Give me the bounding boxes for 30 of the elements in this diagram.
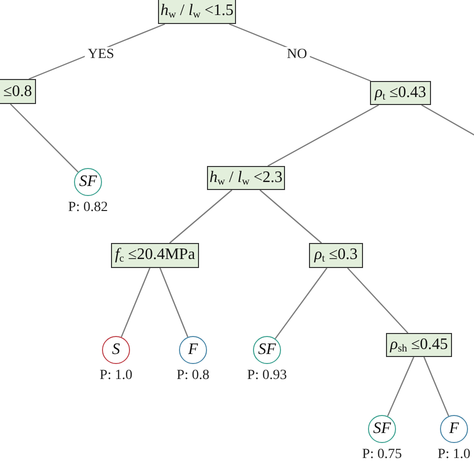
leaf-circle: F: [440, 415, 468, 443]
tree-branch: [347, 268, 408, 334]
condition-box: f$_{c}$ ≤20.4MPa: [111, 243, 199, 268]
tree-branch: [423, 356, 450, 416]
probability-label: P: 0.75: [362, 447, 402, 463]
tree-branch: [421, 104, 474, 137]
probability-label: P: 1.0: [100, 368, 132, 384]
tree-branch: [274, 268, 328, 340]
tree-branch: [169, 190, 232, 244]
tree-branch: [268, 104, 379, 167]
tree-branch: [387, 356, 414, 416]
condition-box: ρ$_{sh}$ ≤0.45: [386, 333, 452, 357]
leaf-circle: SF: [253, 336, 281, 364]
tree-branch: [260, 190, 322, 244]
leaf-circle: S: [102, 336, 130, 364]
leaf-circle: SF: [368, 415, 396, 443]
condition-box: ρ$_{t}$ ≤0.3: [309, 243, 363, 268]
condition-box: ≤0.8: [0, 79, 36, 104]
condition-box: h$_{w}$ / l$_{w}$ <2.3: [207, 166, 285, 190]
probability-label: P: 0.8: [176, 368, 210, 384]
condition-box: ρ$_{t}$ ≤0.43: [370, 81, 431, 105]
probability-label: P: 1.0: [438, 447, 470, 463]
condition-box: h$_{w}$ / l$_{w}$ <1.5: [158, 0, 236, 24]
probability-label: P: 0.82: [68, 200, 108, 216]
probability-label: P: 0.93: [247, 368, 287, 384]
leaf-circle: SF: [74, 168, 102, 196]
tree-branch: [10, 104, 79, 172]
tree-branch: [159, 268, 188, 338]
leaf-circle: F: [179, 336, 207, 364]
tree-branch: [120, 268, 150, 338]
